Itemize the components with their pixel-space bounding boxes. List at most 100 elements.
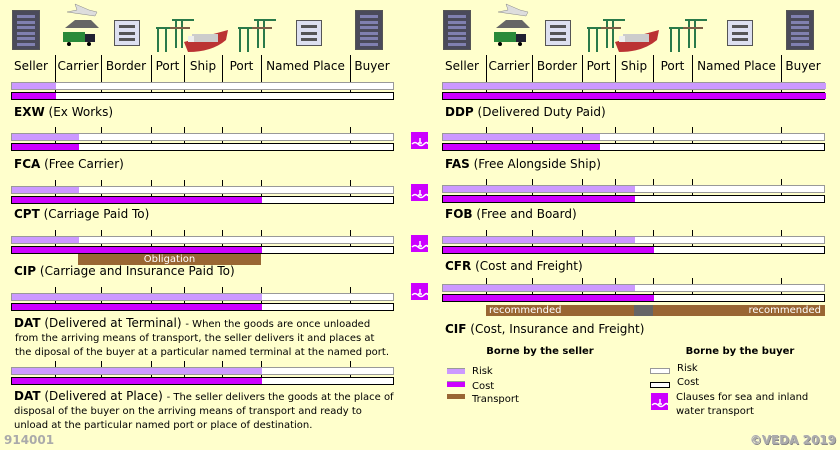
cost-fill — [12, 93, 56, 99]
legend-buyer-swatch-risk — [650, 368, 670, 374]
legend-sea-label-line1: Clauses for sea and inland — [676, 392, 809, 403]
right-stage-label-7: Buyer — [785, 59, 821, 73]
right-buyer-building-icon — [786, 10, 814, 50]
left-stage-label-1: Carrier — [57, 59, 99, 73]
left-stage-label-4: Ship — [189, 59, 217, 73]
right-border-office-icon — [545, 20, 571, 46]
right-stage-divider — [532, 55, 533, 77]
right-fas-cost-bar — [442, 143, 825, 151]
left-term-desc-line: from the arriving means of transport, th… — [15, 333, 375, 344]
left-dat-cost-bar — [11, 377, 394, 385]
term-code: FAS — [445, 157, 470, 171]
diagram-id: 914001 — [4, 433, 55, 447]
term-code: DAT — [14, 316, 41, 330]
right-fas-risk-bar — [442, 133, 825, 141]
left-dat-label: DAT (Delivered at Terminal) - When the g… — [14, 316, 370, 332]
cost-fill — [443, 144, 600, 150]
right-stage-label-5: Port — [660, 59, 685, 73]
term-code: DAT — [14, 389, 41, 403]
left-stage-label-7: Buyer — [354, 59, 390, 73]
risk-fill — [443, 186, 635, 192]
legend-buyer-label-cost: Cost — [677, 377, 700, 388]
term-name: (Delivered at Place) — [44, 389, 163, 403]
risk-fill — [443, 134, 600, 140]
legend-seller-label-cost: Cost — [472, 381, 495, 392]
left-border-office-icon — [114, 20, 140, 46]
right-stage-divider — [692, 55, 693, 77]
left-stage-divider — [151, 55, 152, 77]
right-stage-label-4: Ship — [620, 59, 648, 73]
left-stage-divider — [222, 55, 223, 77]
right-stage-divider — [653, 55, 654, 77]
right-stage-label-1: Carrier — [488, 59, 530, 73]
left-term-desc-line: unload at the particular named port or p… — [14, 420, 313, 431]
risk-fill — [12, 294, 262, 300]
transport-gap — [634, 305, 653, 316]
right-fob-cost-bar — [442, 195, 825, 203]
risk-fill — [12, 187, 79, 193]
left-seller-building-icon — [12, 10, 40, 50]
left-fca-cost-bar — [11, 143, 394, 151]
left-cip-risk-bar — [11, 236, 394, 244]
left-carrier-truck-plane-icon — [63, 3, 99, 46]
right-stage-divider — [486, 55, 487, 77]
right-fob-label: FOB (Free and Board) — [445, 207, 577, 221]
left-stage-divider — [261, 55, 262, 77]
left-dat-risk-bar — [11, 293, 394, 301]
term-code: CIP — [14, 264, 37, 278]
left-fca-label: FCA (Free Carrier) — [14, 157, 124, 171]
term-code: EXW — [14, 105, 45, 119]
term-name: (Carriage and Insurance Paid To) — [39, 264, 235, 278]
term-code: CPT — [14, 207, 40, 221]
cost-fill — [443, 196, 635, 202]
right-stage-label-2: Border — [536, 59, 578, 73]
term-desc-line: - The seller delivers the goods at the p… — [166, 392, 394, 403]
left-stage-label-0: Seller — [14, 59, 48, 73]
term-name: (Cost and Freight) — [475, 259, 583, 273]
left-dat-cost-bar — [11, 303, 394, 311]
right-ddp-risk-bar — [442, 82, 826, 90]
right-carrier-truck-plane-icon — [494, 3, 530, 46]
sea-clause-icon — [411, 132, 428, 149]
cost-fill — [443, 93, 826, 99]
left-exw-label: EXW (Ex Works) — [14, 105, 113, 119]
risk-fill — [443, 285, 635, 291]
left-exw-risk-bar — [11, 82, 394, 90]
right-stage-label-3: Port — [586, 59, 611, 73]
left-named-place-building-icon — [296, 20, 322, 46]
legend-seller-label-risk: Risk — [472, 366, 493, 377]
legend-buyer-title: Borne by the buyer — [685, 346, 795, 357]
left-cip-cost-bar — [11, 246, 394, 254]
term-desc-line: - When the goods are once unloaded — [185, 319, 371, 330]
left-term-desc-line: the diposal of the buyer at a particular… — [15, 347, 389, 358]
right-port-crane-icon — [587, 19, 625, 52]
cost-fill — [12, 304, 262, 310]
term-name: (Carriage Paid To) — [43, 207, 150, 221]
cost-fill — [443, 295, 654, 301]
legend-sea-label-line2: water transport — [676, 406, 754, 417]
right-stage-label-6: Named Place — [697, 59, 776, 73]
legend-seller-swatch-risk — [447, 368, 465, 374]
legend-seller-label-transport: Transport — [472, 394, 519, 405]
risk-fill — [12, 368, 262, 374]
term-name: (Cost, Insurance and Freight) — [470, 322, 645, 336]
recommended-right-label: recommended — [748, 305, 821, 316]
right-port-crane-icon-2 — [669, 19, 707, 52]
recommended-left-label: recommended — [489, 305, 562, 316]
term-code: FOB — [445, 207, 473, 221]
risk-fill — [12, 237, 79, 243]
right-cif-cost-bar — [442, 294, 825, 302]
right-fas-label: FAS (Free Alongside Ship) — [445, 157, 601, 171]
left-stage-divider — [184, 55, 185, 77]
term-name: (Delivered at Terminal) — [44, 316, 182, 330]
term-code: DDP — [445, 105, 474, 119]
term-name: (Free Carrier) — [44, 157, 124, 171]
right-stage-divider — [582, 55, 583, 77]
left-cip-label: CIP (Carriage and Insurance Paid To) — [14, 264, 235, 278]
left-cpt-risk-bar — [11, 186, 394, 194]
left-stage-label-3: Port — [155, 59, 180, 73]
right-cif-label: CIF (Cost, Insurance and Freight) — [445, 322, 644, 336]
right-fob-risk-bar — [442, 185, 825, 193]
term-code: FCA — [14, 157, 41, 171]
